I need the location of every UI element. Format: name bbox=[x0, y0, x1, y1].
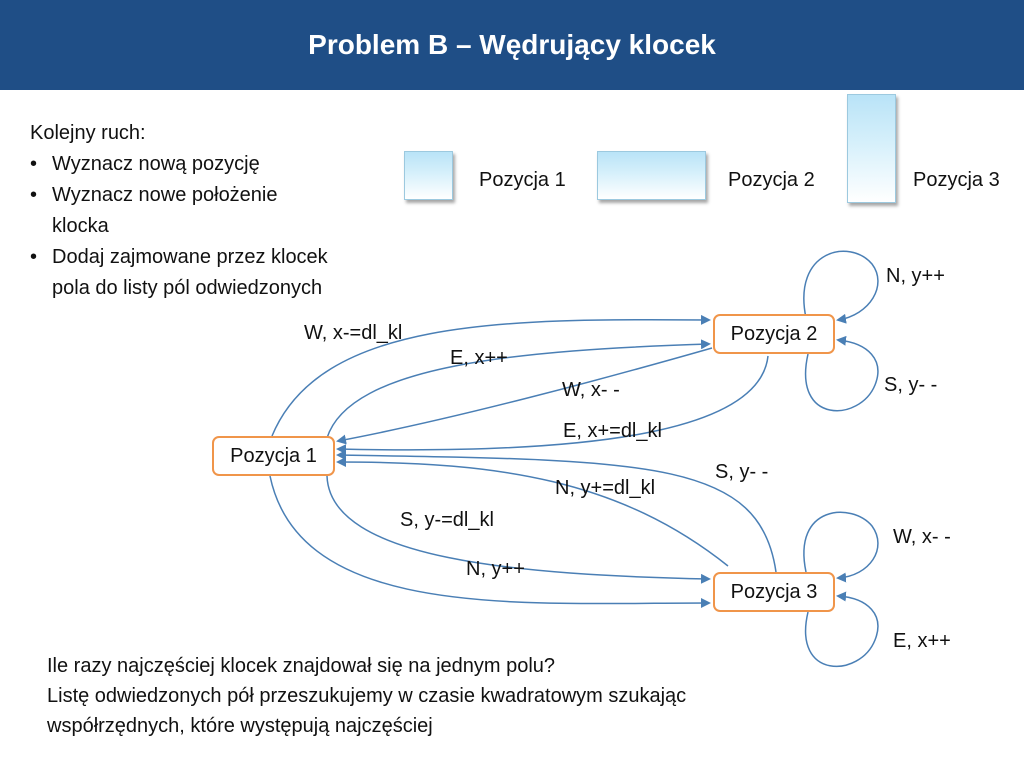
question-text: Ile razy najczęściej klocek znajdował si… bbox=[47, 651, 807, 741]
loop-p2-n bbox=[803, 250, 879, 324]
steps-list: Kolejny ruch: Wyznacz nową pozycję Wyzna… bbox=[30, 118, 330, 304]
node-label: Pozycja 1 bbox=[230, 444, 317, 467]
legend-label-position-1: Pozycja 1 bbox=[479, 169, 566, 191]
edge-label-p2-loop-s: S, y- - bbox=[884, 374, 938, 396]
arrow-p2-to-p1-w bbox=[336, 347, 713, 445]
step-item: Wyznacz nowe położenie klocka bbox=[30, 180, 330, 242]
loop-p3-w bbox=[803, 511, 879, 583]
arrow-p1-to-p3-n bbox=[269, 475, 711, 609]
loop-p2-s bbox=[805, 335, 879, 412]
arrow-p1-to-p2-w bbox=[271, 314, 711, 437]
node-position-3: Pozycja 3 bbox=[713, 572, 835, 612]
edge-label-p3-p1-n: N, y+=dl_kl bbox=[555, 477, 656, 499]
slide-title: Problem B – Wędrujący klocek bbox=[308, 29, 716, 60]
legend-label-position-2: Pozycja 2 bbox=[728, 169, 815, 191]
edge-label-p3-loop-w: W, x- - bbox=[893, 526, 951, 548]
arrow-p1-to-p3-s bbox=[326, 475, 711, 584]
slide-header: Problem B – Wędrujący klocek bbox=[0, 0, 1024, 90]
steps-items: Wyznacz nową pozycję Wyznacz nowe położe… bbox=[30, 149, 330, 304]
question-line-2: Listę odwiedzonych pół przeszukujemy w c… bbox=[47, 685, 687, 737]
legend-label-position-3: Pozycja 3 bbox=[913, 169, 1000, 191]
node-label: Pozycja 3 bbox=[730, 580, 818, 603]
edge-label-p3-loop-e: E, x++ bbox=[893, 630, 951, 652]
edge-label-p1-p2-e: E, x++ bbox=[450, 347, 508, 369]
node-label: Pozycja 2 bbox=[730, 322, 818, 345]
node-position-1: Pozycja 1 bbox=[212, 436, 335, 476]
block-position-3-shape bbox=[847, 94, 896, 203]
loop-p3-e bbox=[805, 591, 879, 668]
edge-label-p1-p2-w: W, x-=dl_kl bbox=[304, 322, 403, 344]
edge-label-p2-p1-e: E, x+=dl_kl bbox=[563, 420, 662, 442]
arrow-p3-to-p1-n bbox=[336, 457, 729, 567]
steps-intro: Kolejny ruch: bbox=[30, 122, 146, 144]
edge-label-p2-loop-n: N, y++ bbox=[886, 265, 945, 287]
edge-label-p1-p3-n: N, y++ bbox=[466, 558, 525, 580]
node-position-2: Pozycja 2 bbox=[713, 314, 835, 354]
arrow-p2-to-p1-e bbox=[336, 355, 769, 455]
edge-label-p3-p1-s: S, y- - bbox=[715, 461, 769, 483]
block-position-2-shape bbox=[597, 151, 706, 200]
arrow-p3-to-p1-s bbox=[336, 450, 777, 573]
step-item: Dodaj zajmowane przez klocek pola do lis… bbox=[30, 242, 330, 304]
edge-label-p1-p3-s: S, y-=dl_kl bbox=[400, 509, 494, 531]
edge-label-p2-p1-w: W, x- - bbox=[562, 379, 620, 401]
step-item: Wyznacz nową pozycję bbox=[30, 149, 330, 180]
arrow-p1-to-p2-e bbox=[326, 339, 711, 439]
block-position-1-shape bbox=[404, 151, 453, 200]
question-line-1: Ile razy najczęściej klocek znajdował si… bbox=[47, 655, 556, 677]
